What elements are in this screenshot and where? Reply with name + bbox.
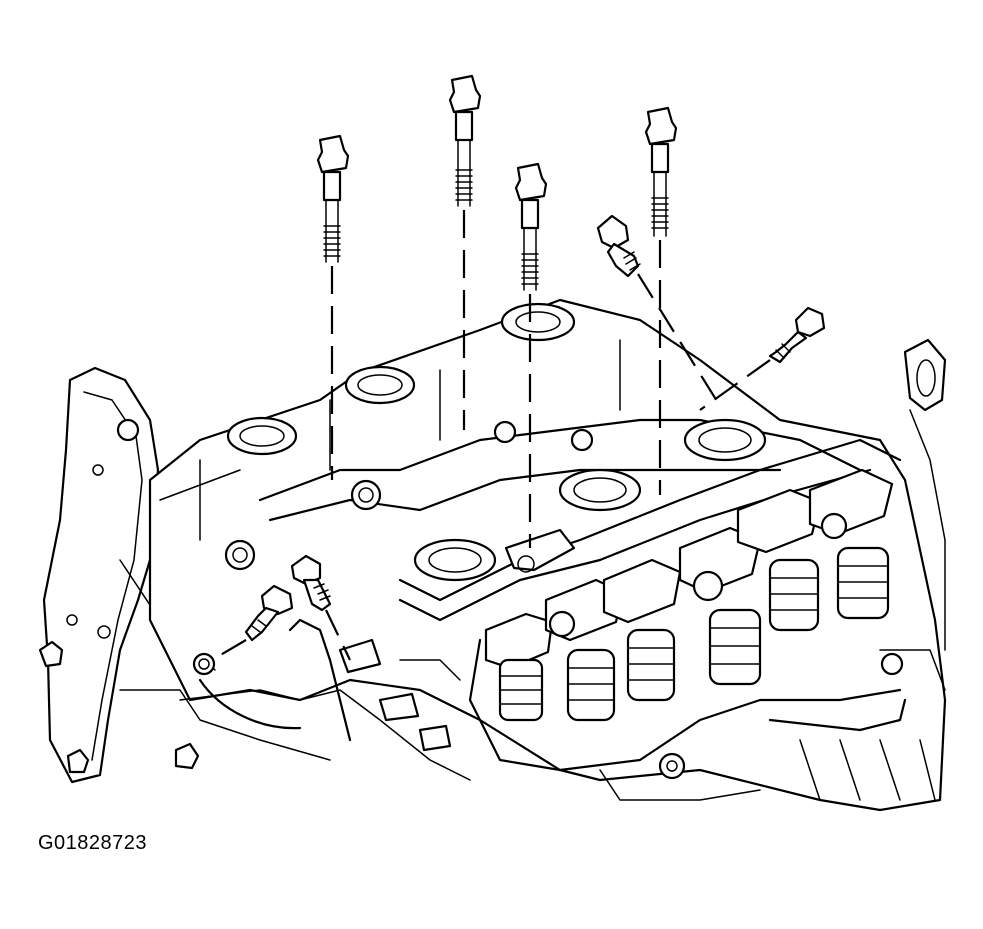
long-bolt-4: [644, 106, 678, 495]
short-bolt-upper: [596, 214, 721, 407]
lower-head: [119, 638, 946, 801]
figure-code: G01828723: [38, 832, 148, 854]
valvetrain: [484, 468, 894, 722]
rocker-assembly-1: [484, 612, 554, 722]
rocker-assembly-6: [808, 468, 894, 620]
short-bolt-right: [699, 306, 826, 411]
rocker-assembly-3: [602, 558, 682, 702]
rear-cover: [903, 338, 947, 651]
short-bolt-lower-left: [192, 584, 294, 676]
short-bolt-left: [290, 554, 351, 661]
rocker-assembly-5: [736, 488, 822, 632]
front-cover-bracket: [38, 366, 201, 784]
long-bolt-3: [514, 162, 548, 548]
long-bolt-1: [316, 134, 350, 480]
rocker-assembly-4: [678, 526, 762, 686]
cylinder-head: [148, 298, 947, 812]
long-bolt-2: [448, 74, 482, 430]
